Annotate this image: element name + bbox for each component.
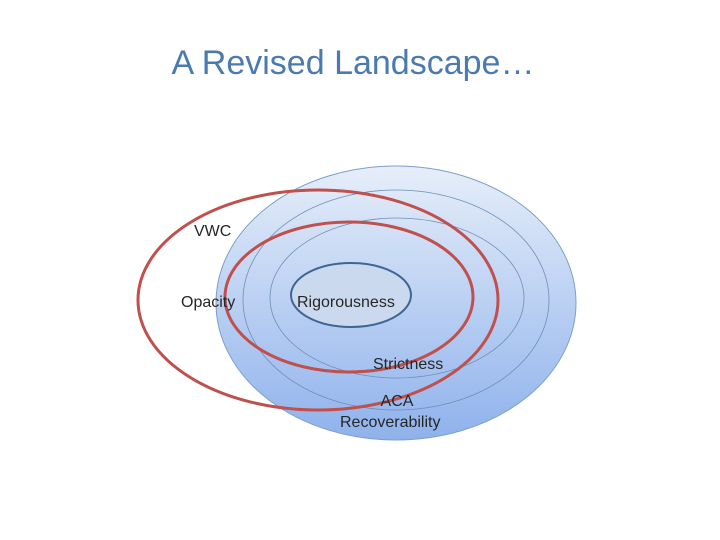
rigorousness-ellipse bbox=[290, 262, 412, 328]
opacity-label: Opacity bbox=[181, 294, 236, 311]
strictness-label: Strictness bbox=[373, 356, 444, 373]
strictness-ellipse bbox=[269, 217, 525, 379]
opacity-ellipse bbox=[223, 220, 475, 374]
aca-ellipse bbox=[242, 189, 550, 411]
vwc-ellipse bbox=[136, 188, 500, 412]
recoverability-label: Recoverability bbox=[340, 414, 441, 431]
vwc-label: VWC bbox=[194, 223, 232, 240]
slide-title: A Revised Landscape… bbox=[171, 44, 535, 82]
rigorousness-label: Rigorousness bbox=[297, 294, 395, 311]
aca-label: ACA bbox=[380, 393, 414, 410]
